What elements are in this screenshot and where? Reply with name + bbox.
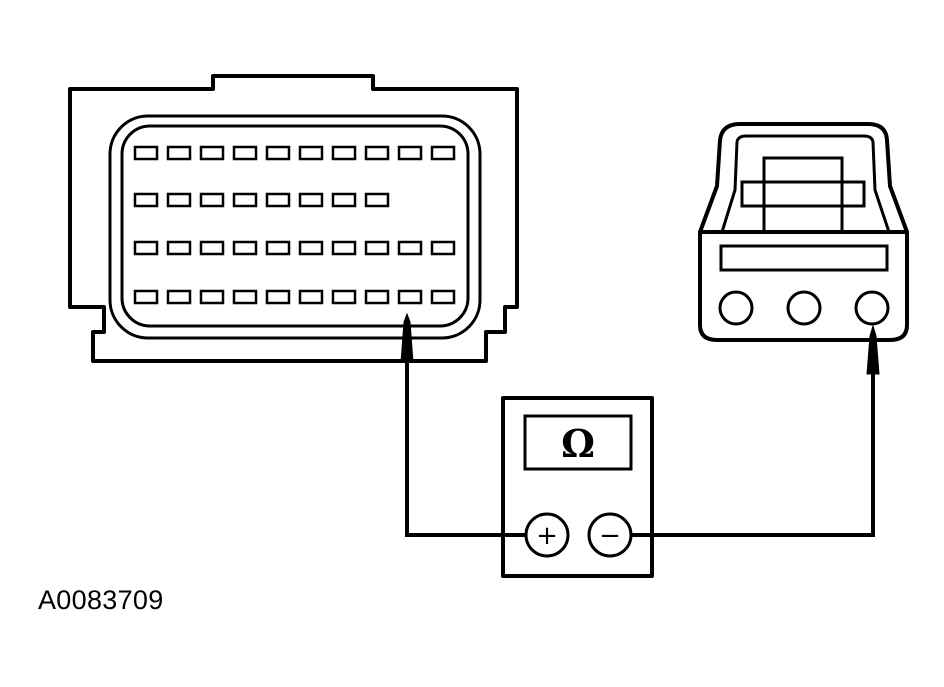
harness-pin-r4-p6 bbox=[298, 289, 324, 305]
sensor-pin-3 bbox=[854, 290, 890, 326]
harness-pin-r2-p8 bbox=[364, 192, 390, 208]
harness-pin-r1-p2 bbox=[166, 145, 192, 161]
harness-pin-r2-p3 bbox=[199, 192, 225, 208]
harness-pin-r1-p5 bbox=[265, 145, 291, 161]
harness-pin-r1-p9 bbox=[397, 145, 423, 161]
harness-pin-r2-p6 bbox=[298, 192, 324, 208]
harness-pin-r1-p6 bbox=[298, 145, 324, 161]
harness-pin-grid bbox=[133, 145, 456, 305]
sensor-connector bbox=[698, 122, 909, 342]
harness-pin-r4-p2 bbox=[166, 289, 192, 305]
harness-pin-r4-p7 bbox=[331, 289, 357, 305]
harness-pin-r3-p10 bbox=[430, 240, 456, 256]
harness-pin-r3-p4 bbox=[232, 240, 258, 256]
harness-pin-r4-p10 bbox=[430, 289, 456, 305]
harness-pin-r2-p7 bbox=[331, 192, 357, 208]
negative-terminal-label: − bbox=[599, 521, 621, 551]
harness-pin-r1-p8 bbox=[364, 145, 390, 161]
harness-connector bbox=[68, 74, 519, 363]
harness-pin-r4-p5 bbox=[265, 289, 291, 305]
harness-pin-r3-p6 bbox=[298, 240, 324, 256]
harness-pin-r3-p1 bbox=[133, 240, 159, 256]
harness-connector-housing bbox=[68, 74, 519, 363]
sensor-connector-latch-bar bbox=[740, 180, 866, 208]
harness-pin-r3-p3 bbox=[199, 240, 225, 256]
sensor-pin-1 bbox=[718, 290, 754, 326]
positive-test-lead bbox=[405, 360, 526, 537]
harness-pin-r2-p2 bbox=[166, 192, 192, 208]
ohmmeter-display bbox=[523, 414, 633, 471]
harness-pin-r1-p4 bbox=[232, 145, 258, 161]
harness-pin-r1-p7 bbox=[331, 145, 357, 161]
harness-pin-r4-p1 bbox=[133, 289, 159, 305]
sensor-connector-body bbox=[698, 230, 909, 342]
sensor-connector-top-shell bbox=[698, 122, 909, 233]
harness-pin-r3-p2 bbox=[166, 240, 192, 256]
positive-terminal bbox=[524, 512, 570, 558]
harness-pin-r3-p7 bbox=[331, 240, 357, 256]
harness-connector-outer-shroud bbox=[108, 114, 482, 340]
harness-pin-r4-p4 bbox=[232, 289, 258, 305]
harness-pin-r4-p3 bbox=[199, 289, 225, 305]
sensor-connector-inner-shell bbox=[720, 134, 891, 233]
harness-pin-r2-p5 bbox=[265, 192, 291, 208]
harness-pin-r2-p1 bbox=[133, 192, 159, 208]
sensor-pin-2 bbox=[786, 290, 822, 326]
harness-pin-r1-p3 bbox=[199, 145, 225, 161]
harness-pin-r2-p4 bbox=[232, 192, 258, 208]
harness-pin-r1-p1 bbox=[133, 145, 159, 161]
sensor-pins bbox=[718, 290, 890, 326]
negative-test-lead bbox=[632, 372, 875, 537]
positive-probe-tip bbox=[400, 312, 414, 363]
negative-probe-tip bbox=[866, 324, 880, 375]
harness-pin-r3-p9 bbox=[397, 240, 423, 256]
sensor-connector-latch bbox=[762, 156, 844, 234]
harness-connector-inner-shroud bbox=[120, 124, 470, 328]
harness-pin-r4-p9 bbox=[397, 289, 423, 305]
positive-terminal-label: + bbox=[536, 521, 558, 551]
harness-pin-r1-p10 bbox=[430, 145, 456, 161]
figure-id: A0083709 bbox=[38, 585, 164, 615]
ohmmeter-case bbox=[501, 396, 654, 578]
harness-pin-r3-p5 bbox=[265, 240, 291, 256]
ohm-symbol: Ω bbox=[561, 421, 595, 466]
harness-pin-r3-p8 bbox=[364, 240, 390, 256]
sensor-connector-label-slot bbox=[719, 244, 889, 272]
ohmmeter: Ω + − bbox=[501, 396, 654, 578]
harness-pin-r4-p8 bbox=[364, 289, 390, 305]
negative-terminal bbox=[587, 512, 633, 558]
